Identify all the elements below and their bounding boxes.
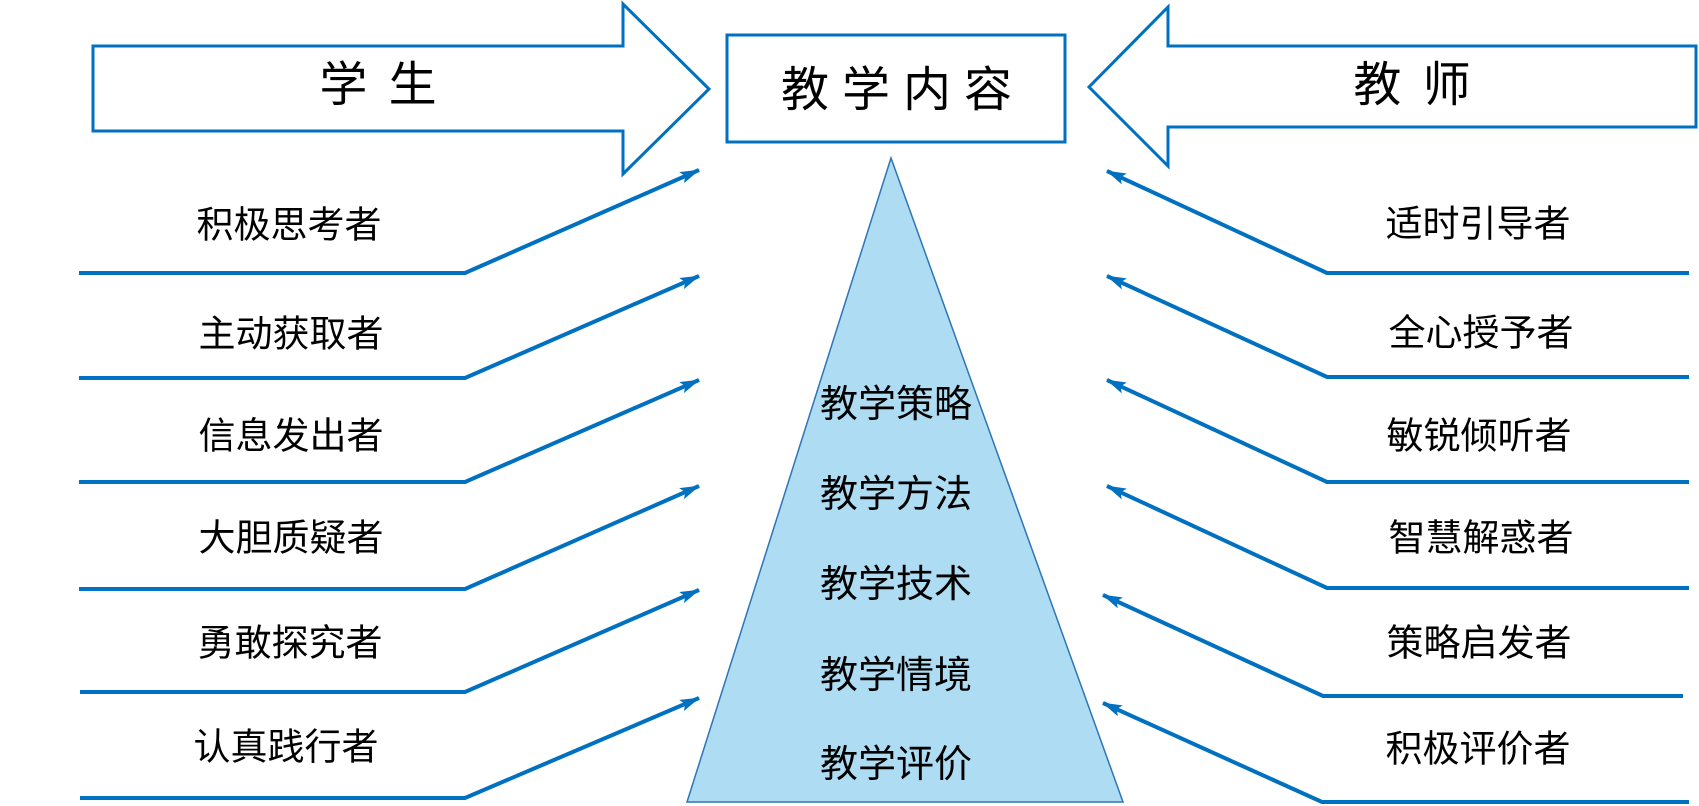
student-role-label: 大胆质疑者 [198, 517, 384, 559]
pyramid-item: 教学技术 [819, 564, 973, 606]
teacher-role-label: 策略启发者 [1386, 622, 1572, 664]
teaching-content-title: 教学内容 [780, 64, 1026, 117]
teacher-role-label: 敏锐倾听者 [1386, 415, 1572, 457]
student-role-label: 信息发出者 [198, 415, 384, 457]
teacher-role-label: 积极评价者 [1385, 728, 1571, 770]
pyramid-item: 教学方法 [819, 474, 973, 516]
teacher-connector-arrow [1106, 169, 1689, 275]
pyramid-item: 教学情境 [819, 655, 973, 697]
teacher-role-label: 全心授予者 [1388, 312, 1574, 354]
teacher-arrow-label: 教 师 [1353, 59, 1475, 112]
teacher-connector-arrow [1106, 484, 1689, 590]
pyramid-item: 教学评价 [819, 744, 973, 786]
teacher-role-label: 适时引导者 [1385, 203, 1571, 245]
student-connector-arrow [79, 378, 700, 484]
pyramid-item: 教学策略 [819, 384, 973, 426]
student-role-label: 认真践行者 [193, 726, 379, 768]
teacher-role-label: 智慧解惑者 [1388, 517, 1574, 559]
teacher-block-arrow [1086, 3, 1698, 170]
student-connector-arrow [79, 168, 700, 275]
teacher-connector-arrow [1106, 274, 1689, 379]
student-block-arrow [91, 0, 712, 178]
teacher-connector-arrow [1102, 593, 1683, 698]
student-role-label: 勇敢探究者 [197, 622, 383, 664]
student-arrow-label: 学 生 [319, 59, 441, 112]
student-connector-arrow [80, 588, 700, 694]
teaching-content-box [725, 33, 1067, 144]
student-role-label: 积极思考者 [196, 204, 382, 246]
teacher-connector-arrow [1102, 701, 1689, 804]
student-connector-arrow [79, 484, 700, 591]
teacher-connector-arrow [1106, 378, 1689, 484]
student-role-label: 主动获取者 [198, 313, 384, 355]
student-connector-arrow [80, 696, 700, 800]
content-pyramid [685, 155, 1125, 803]
student-connector-arrow [79, 274, 700, 380]
